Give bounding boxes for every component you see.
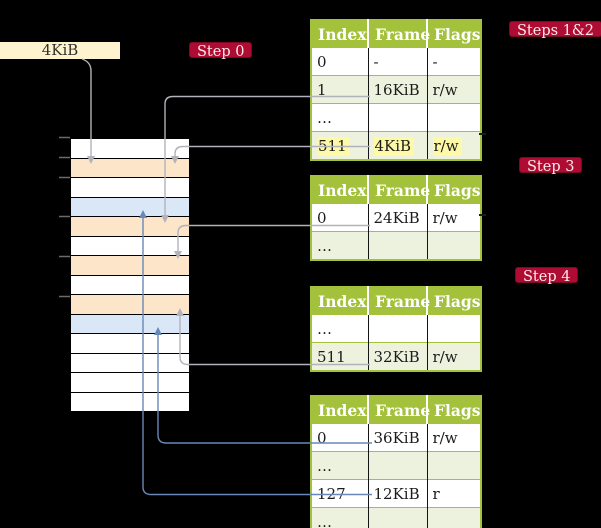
table-header-row: Index Frame Flags bbox=[311, 396, 481, 424]
memory-row bbox=[71, 236, 189, 256]
memory-row bbox=[71, 373, 189, 393]
header-flags: Flags bbox=[426, 396, 481, 424]
header-frame: Frame bbox=[367, 396, 430, 424]
badge-step-3: Step 3 bbox=[519, 157, 583, 175]
cell-index: 1 bbox=[317, 80, 327, 99]
badge-step-4: Step 4 bbox=[515, 267, 579, 285]
cell-index: … bbox=[317, 512, 332, 528]
table-row: … bbox=[311, 507, 481, 528]
cell-flags: r/w bbox=[432, 136, 462, 156]
table-header-row: Index Frame Flags bbox=[311, 176, 481, 204]
page-table-level-1: Index Frame Flags 0 36KiB r/w … 127 12Ki… bbox=[310, 395, 482, 528]
cell-flags: r/w bbox=[432, 428, 458, 447]
table-row: 127 12KiB r bbox=[311, 479, 481, 508]
cell-index: 511 bbox=[317, 136, 350, 156]
cell-frame: 24KiB bbox=[373, 208, 420, 227]
cell-index: 0 bbox=[317, 428, 327, 447]
memory-row-frame-32kib bbox=[71, 295, 189, 315]
header-frame: Frame bbox=[367, 287, 430, 315]
cell-index: 0 bbox=[317, 208, 327, 227]
header-index: Index bbox=[311, 176, 368, 204]
memory-row-frame-4kib bbox=[71, 158, 189, 178]
cell-flags: - bbox=[432, 52, 438, 71]
cell-index: … bbox=[317, 108, 332, 127]
cell-frame: 16KiB bbox=[373, 80, 420, 99]
header-index: Index bbox=[311, 287, 368, 315]
header-flags: Flags bbox=[426, 287, 481, 315]
table-row: … bbox=[311, 314, 481, 343]
table-header-row: Index Frame Flags bbox=[311, 287, 481, 315]
cell-frame: 12KiB bbox=[373, 484, 420, 503]
table-row: 0 - - bbox=[311, 47, 481, 76]
page-table-step-3: Index Frame Flags 0 24KiB r/w … bbox=[310, 175, 482, 261]
header-index: Index bbox=[311, 20, 368, 48]
cell-flags: r/w bbox=[432, 208, 458, 227]
page-table-steps-1-2: Index Frame Flags 0 - - 1 16KiB r/w … 51… bbox=[310, 19, 482, 161]
header-frame: Frame bbox=[367, 176, 430, 204]
physical-memory-column bbox=[70, 138, 190, 412]
cell-flags: r/w bbox=[432, 347, 458, 366]
memory-row bbox=[71, 392, 189, 411]
cell-frame: 4KiB bbox=[373, 136, 415, 156]
memory-row bbox=[71, 139, 189, 159]
memory-row bbox=[71, 334, 189, 354]
table-row: … bbox=[311, 451, 481, 480]
cell-frame: 36KiB bbox=[373, 428, 420, 447]
table-row: 511 32KiB r/w bbox=[311, 342, 481, 371]
memory-row bbox=[71, 353, 189, 373]
cell-flags: r bbox=[432, 484, 440, 503]
memory-boundary-ticks bbox=[59, 136, 70, 298]
table-row: 0 36KiB r/w bbox=[311, 423, 481, 452]
cell-index: 511 bbox=[317, 347, 346, 366]
table-header-row: Index Frame Flags bbox=[311, 20, 481, 48]
frame-size-label: 4KiB bbox=[0, 42, 120, 59]
page-table-step-4: Index Frame Flags … 511 32KiB r/w bbox=[310, 286, 482, 372]
cell-flags: r/w bbox=[432, 80, 458, 99]
table-row-highlighted: 511 4KiB r/w bbox=[311, 131, 481, 160]
memory-row bbox=[71, 178, 189, 198]
header-flags: Flags bbox=[426, 176, 481, 204]
memory-row-frame-24kib bbox=[71, 256, 189, 276]
cell-index: … bbox=[317, 236, 332, 255]
cell-index: … bbox=[317, 319, 332, 338]
cell-index: 0 bbox=[317, 52, 327, 71]
cell-frame: - bbox=[373, 52, 379, 71]
table-row: … bbox=[311, 231, 481, 260]
cell-frame: 32KiB bbox=[373, 347, 420, 366]
memory-row-frame-36kib bbox=[71, 314, 189, 334]
table-row: … bbox=[311, 103, 481, 132]
header-flags: Flags bbox=[426, 20, 481, 48]
memory-row bbox=[71, 275, 189, 295]
header-frame: Frame bbox=[367, 20, 430, 48]
memory-row-frame-12kib bbox=[71, 197, 189, 217]
header-index: Index bbox=[311, 396, 368, 424]
badge-step-0: Step 0 bbox=[189, 42, 253, 60]
cell-index: 127 bbox=[317, 484, 346, 503]
table-row: 1 16KiB r/w bbox=[311, 75, 481, 104]
badge-steps-1-2: Steps 1&2 bbox=[509, 21, 601, 39]
memory-row-frame-16kib bbox=[71, 217, 189, 237]
cell-index: … bbox=[317, 456, 332, 475]
table-row: 0 24KiB r/w bbox=[311, 203, 481, 232]
